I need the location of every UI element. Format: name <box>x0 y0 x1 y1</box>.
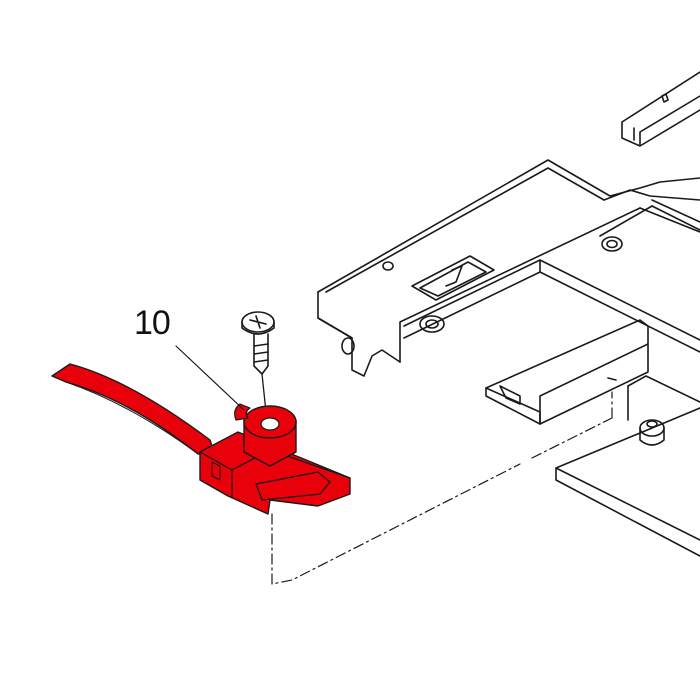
screw <box>241 311 275 413</box>
sensor-assembly-highlighted <box>51 363 351 515</box>
assembly-guide-line <box>271 391 613 585</box>
chassis-frame <box>317 159 700 425</box>
upper-bracket-part <box>621 71 700 147</box>
lower-plate <box>555 375 700 557</box>
sensor-cable <box>51 363 215 455</box>
callout-leader-line <box>175 345 245 411</box>
callout-number: 10 <box>134 304 171 342</box>
